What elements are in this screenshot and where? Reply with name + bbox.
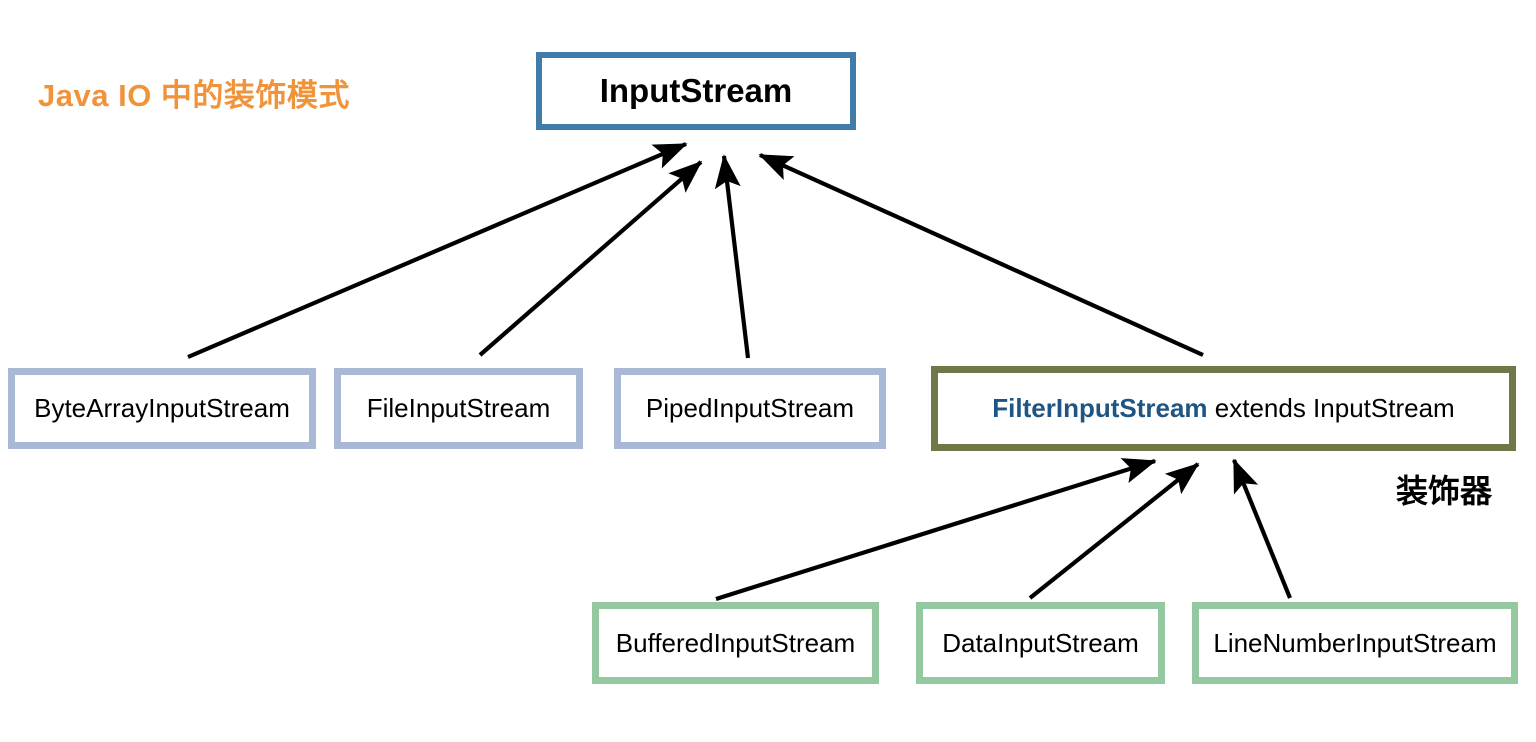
- node-inputstream-label: InputStream: [599, 72, 793, 109]
- arrow-buffered-to-filter: [715, 458, 1157, 602]
- node-pipedinputstream-label: PipedInputStream: [645, 393, 855, 423]
- node-linenumberinputstream[interactable]: LineNumberInputStream: [1192, 602, 1518, 684]
- decorator-caption: 装饰器: [1396, 473, 1493, 509]
- node-filterinputstream[interactable]: FilterInputStream extends InputStream: [931, 366, 1516, 451]
- arrow-data-to-filter: [1028, 462, 1200, 600]
- arrow-bytearray-to-inputstream: [187, 142, 688, 359]
- arrow-filter-to-inputstream: [758, 153, 1204, 357]
- node-pipedinputstream[interactable]: PipedInputStream: [614, 368, 886, 449]
- node-inputstream[interactable]: InputStream: [536, 52, 856, 130]
- arrow-file-to-inputstream: [478, 160, 703, 357]
- node-fileinputstream-label: FileInputStream: [366, 393, 551, 423]
- node-bytearrayinputstream-label: ByteArrayInputStream: [34, 393, 290, 423]
- node-fileinputstream[interactable]: FileInputStream: [334, 368, 583, 449]
- node-filterinputstream-name: FilterInputStream: [992, 393, 1208, 423]
- arrow-piped-to-inputstream: [714, 154, 751, 359]
- diagram-title: Java IO 中的装饰模式: [38, 78, 350, 113]
- node-datainputstream-label: DataInputStream: [942, 627, 1139, 658]
- node-datainputstream[interactable]: DataInputStream: [916, 602, 1165, 684]
- node-bufferedinputstream[interactable]: BufferedInputStream: [592, 602, 879, 684]
- node-linenumberinputstream-label: LineNumberInputStream: [1213, 627, 1497, 658]
- node-bufferedinputstream-label: BufferedInputStream: [615, 627, 856, 658]
- arrow-linenumber-to-filter: [1232, 458, 1292, 599]
- node-bytearrayinputstream[interactable]: ByteArrayInputStream: [8, 368, 316, 449]
- node-filterinputstream-extends: extends InputStream: [1207, 393, 1455, 423]
